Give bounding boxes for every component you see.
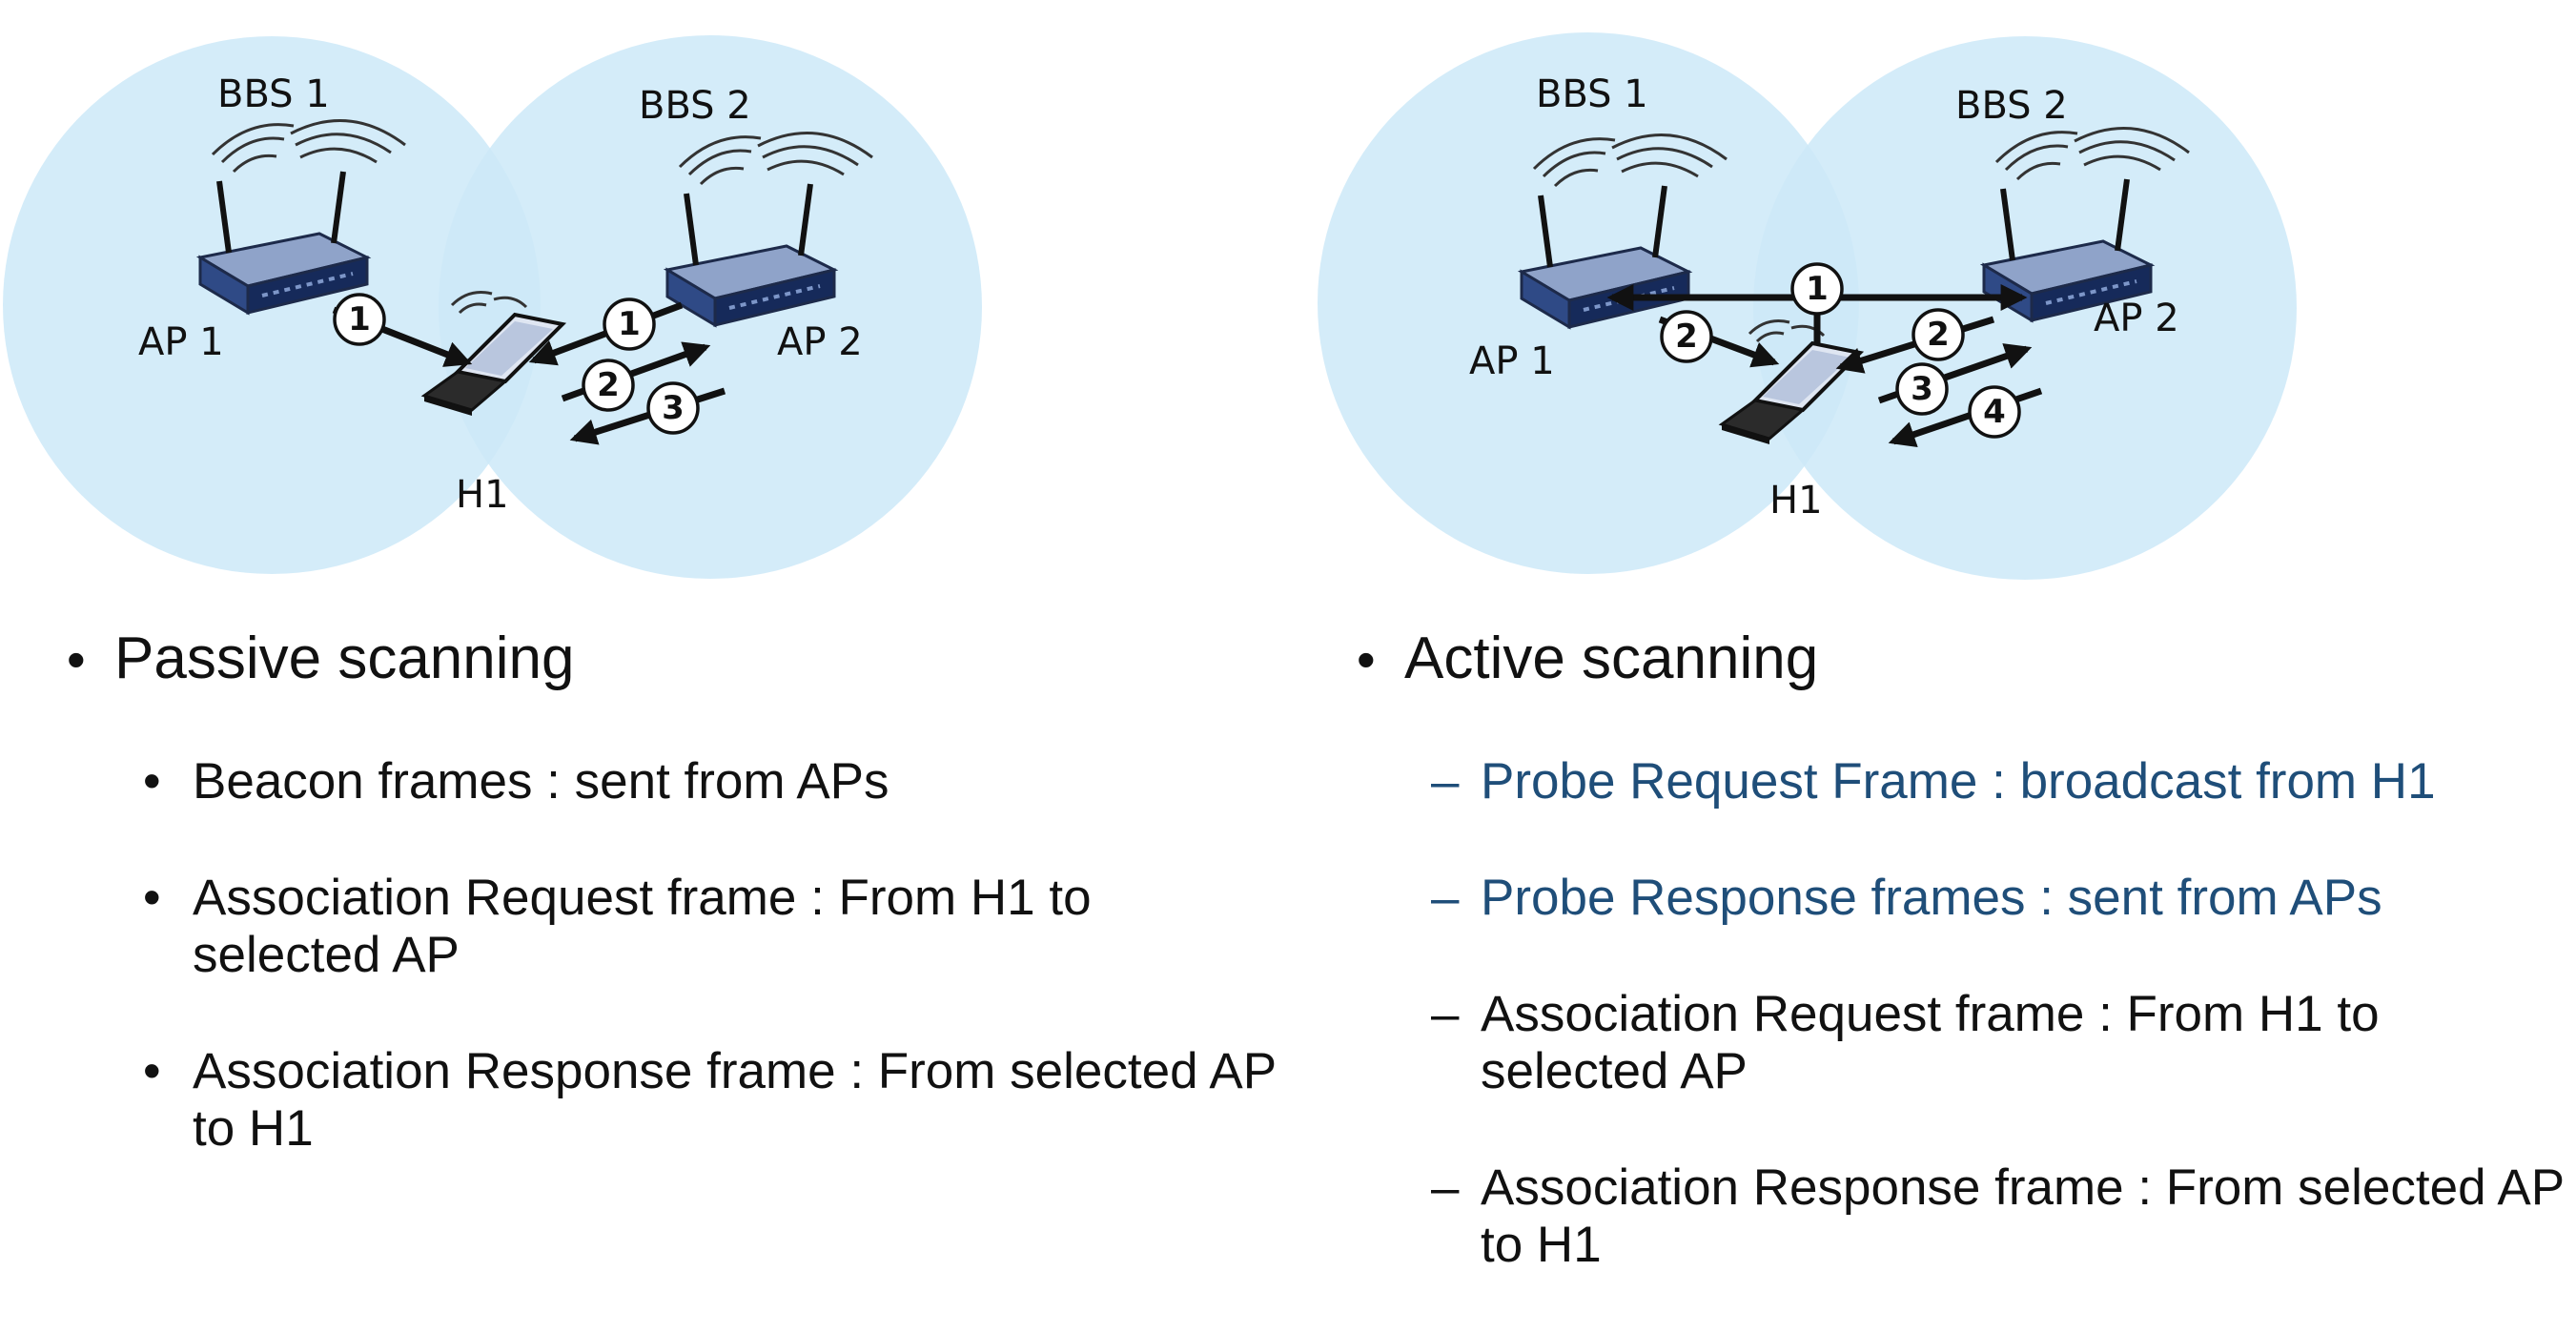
- passive-scanning-heading: • Passive scanning: [67, 625, 575, 692]
- list-marker: –: [1431, 1159, 1460, 1216]
- ap2-label: AP 2: [2094, 297, 2179, 340]
- heading-text: Passive scanning: [114, 625, 575, 691]
- step-number: 2: [1675, 318, 1698, 356]
- passive-scanning-steps: • Beacon frames : sent from APs • Associati…: [143, 753, 1278, 1217]
- ap1-label: AP 1: [1469, 339, 1555, 383]
- step-number: 2: [597, 366, 620, 404]
- active-scanning-steps: –Probe Request Frame : broadcast from H1…: [1431, 753, 2566, 1333]
- passive-scanning-panel: BBS 1 BBS 2 AP 1 AP 2 H1 1 1 2 3 • Passi…: [0, 0, 1288, 1285]
- bullet-mark: •: [1357, 629, 1376, 689]
- step-badge: [1790, 262, 1844, 316]
- list-item: –Association Response frame : From selec…: [1431, 1159, 2566, 1274]
- step-number: 3: [1911, 370, 1933, 408]
- bss2-label: BBS 2: [639, 84, 751, 128]
- list-marker: •: [143, 1043, 161, 1099]
- step-number: 4: [1983, 393, 2006, 431]
- step-badge: [1660, 310, 1713, 363]
- h1-label: H1: [456, 473, 509, 517]
- list-marker: –: [1431, 870, 1460, 926]
- active-scanning-heading: • Active scanning: [1357, 625, 1818, 692]
- active-scanning-panel: BBS 1 BBS 2 AP 1 AP 2 H1 1 2 2 3 4 • Act…: [1288, 0, 2576, 1285]
- heading-text: Active scanning: [1404, 625, 1819, 691]
- list-item: • Beacon frames : sent from APs: [143, 753, 1278, 810]
- step-number: 1: [618, 305, 641, 343]
- list-item-text: Probe Request Frame : broadcast from H1: [1481, 753, 2436, 810]
- list-marker: •: [143, 753, 161, 810]
- ap2-label: AP 2: [777, 320, 863, 364]
- bss2-label: BBS 2: [1955, 84, 2068, 128]
- list-item-text: Probe Response frames : sent from APs: [1481, 870, 2382, 926]
- list-item-text: Beacon frames : sent from APs: [193, 753, 889, 810]
- list-item: –Association Request frame : From H1 to …: [1431, 986, 2566, 1100]
- step-badge: [333, 293, 386, 346]
- list-item: –Probe Response frames : sent from APs: [1431, 870, 2566, 927]
- step-badge: [646, 381, 700, 435]
- list-item: • Association Request frame : From H1 to …: [143, 870, 1278, 984]
- list-item-text: Association Request frame : From H1 to s…: [1481, 986, 2380, 1099]
- step-number: 3: [662, 389, 685, 427]
- list-marker: –: [1431, 753, 1460, 810]
- step-number: 1: [348, 300, 371, 338]
- step-badge: [1912, 308, 1965, 361]
- step-badge: [1968, 385, 2021, 439]
- active-scanning-diagram: BBS 1 BBS 2 AP 1 AP 2 H1 1 2 2 3 4: [1318, 32, 2297, 580]
- passive-scanning-diagram: BBS 1 BBS 2 AP 1 AP 2 H1 1 1 2 3: [3, 35, 982, 579]
- list-item-text: Association Response frame : From select…: [1481, 1159, 2565, 1273]
- bullet-mark: •: [67, 629, 86, 689]
- step-badge: [603, 297, 656, 351]
- step-badge: [1895, 362, 1949, 416]
- bss1-label: BBS 1: [217, 72, 330, 116]
- step-number: 1: [1806, 270, 1829, 308]
- list-marker: •: [143, 870, 161, 926]
- h1-label: H1: [1769, 479, 1823, 523]
- list-item-text: Association Request frame : From H1 to s…: [193, 870, 1092, 983]
- ap1-label: AP 1: [138, 320, 224, 364]
- step-badge: [582, 359, 635, 412]
- bss1-label: BBS 1: [1536, 72, 1648, 116]
- list-marker: –: [1431, 986, 1460, 1042]
- list-item: • Association Response frame : From selec…: [143, 1043, 1278, 1158]
- step-number: 2: [1927, 316, 1950, 354]
- list-item-text: Association Response frame : From select…: [193, 1043, 1277, 1157]
- list-item: –Probe Request Frame : broadcast from H1: [1431, 753, 2566, 810]
